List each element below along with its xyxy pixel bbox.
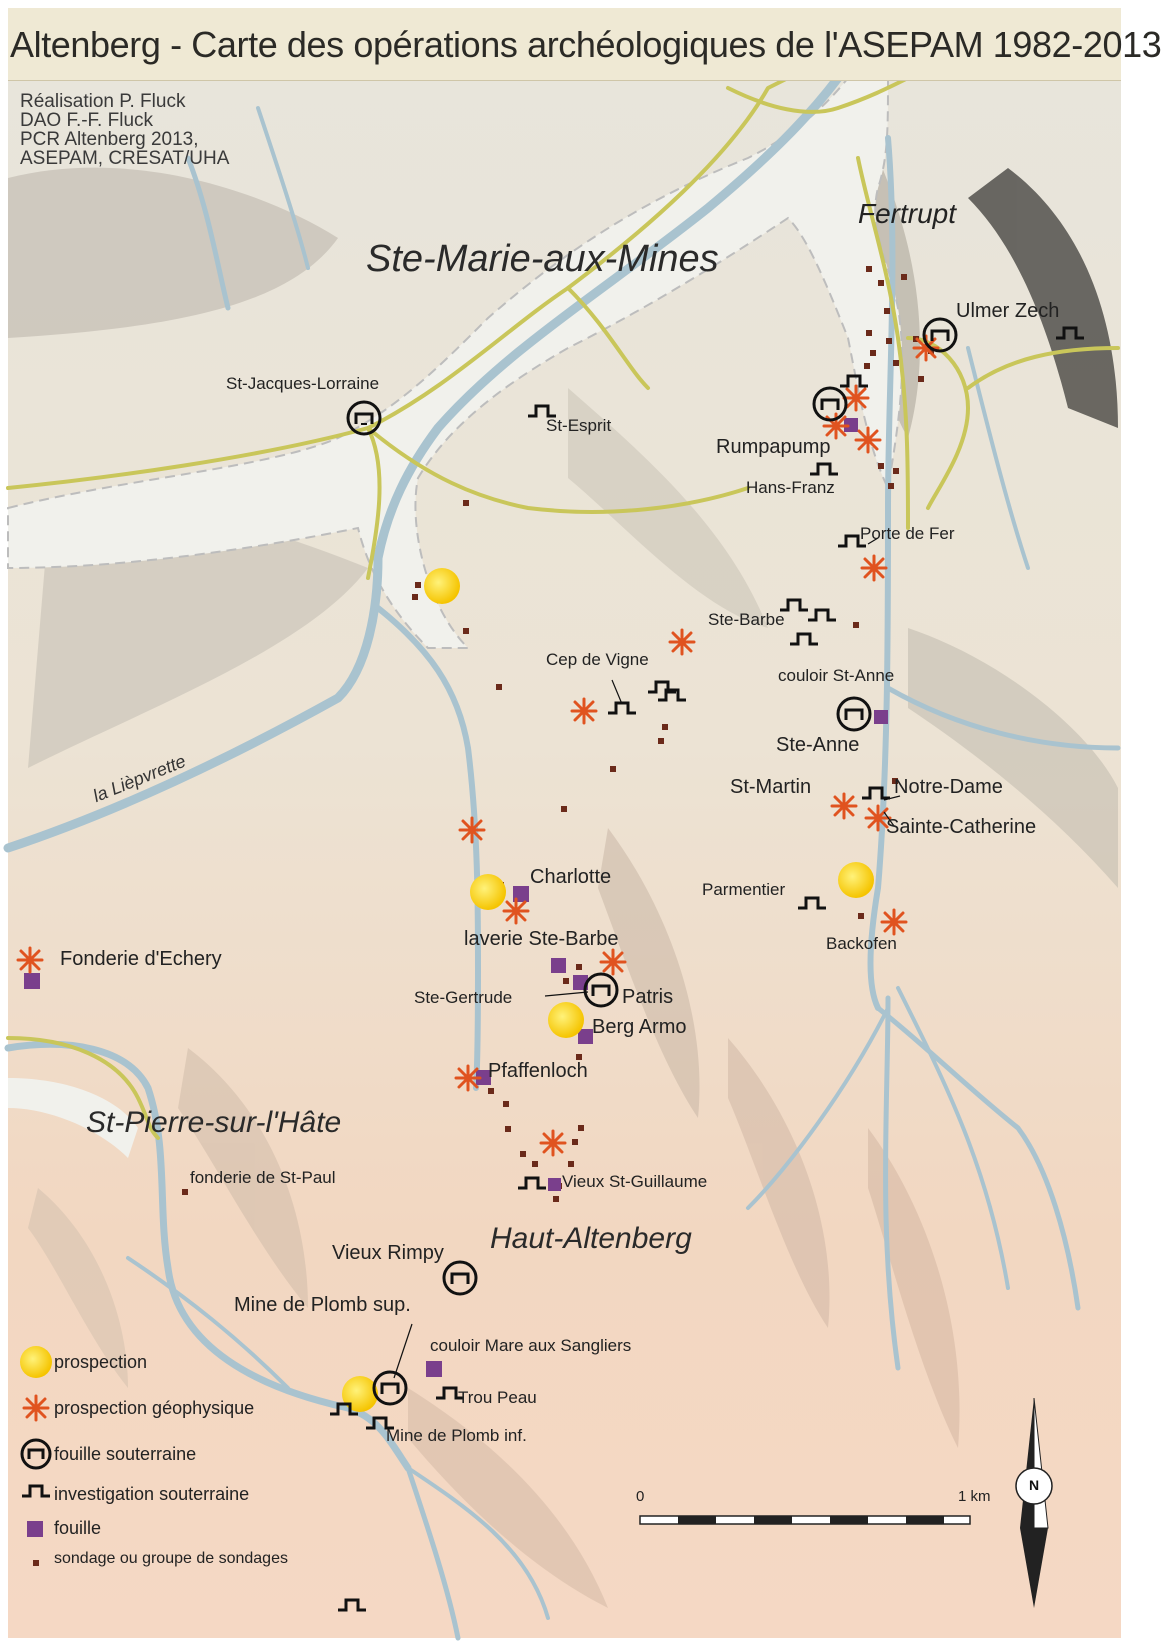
site-label-vieux-st-guillaume: Vieux St-Guillaume [562, 1172, 708, 1191]
legend-geophysique: prospection géophysique [54, 1398, 255, 1418]
site-label-fonderie-echery: Fonderie d'Echery [60, 948, 222, 970]
geophysique-markers [16, 334, 940, 1157]
site-label-pfaffenloch: Pfaffenloch [488, 1060, 588, 1082]
roads [6, 76, 1120, 1140]
legend-symbols [20, 1346, 52, 1566]
scale-end-label: 1 km [958, 1488, 991, 1505]
credit-line: DAO F.-F. Fluck [20, 110, 154, 131]
credits-block: Réalisation P. Fluck DAO F.-F. Fluck PCR… [20, 92, 229, 168]
credit-line: PCR Altenberg 2013, [20, 129, 199, 150]
legend-sondage: sondage ou groupe de sondages [54, 1550, 288, 1567]
site-label-backofen: Backofen [826, 934, 897, 953]
site-label-ste-anne: Ste-Anne [776, 734, 860, 756]
site-label-porte-de-fer: Porte de Fer [860, 524, 955, 543]
site-label-st-martin: St-Martin [730, 776, 812, 798]
legend-investigation: investigation souterraine [54, 1484, 250, 1504]
title-bar: Altenberg - Carte des opérations archéol… [8, 8, 1161, 81]
place-haut-altenberg: Haut-Altenberg [490, 1222, 692, 1255]
site-label-sainte-catherine: Sainte-Catherine [886, 816, 1037, 838]
place-ste-marie: Ste-Marie-aux-Mines [366, 238, 719, 280]
credit-line: Réalisation P. Fluck [20, 91, 186, 112]
hill-shading [8, 118, 1118, 1608]
place-st-pierre: St-Pierre-sur-l'Hâte [86, 1106, 342, 1139]
north-label: N [1029, 1477, 1040, 1493]
legend-fouille: fouille [54, 1518, 102, 1538]
site-label-fonderie-st-paul: fonderie de St-Paul [190, 1168, 336, 1187]
north-arrow [1015, 1397, 1053, 1608]
site-label-hans-franz: Hans-Franz [746, 478, 835, 497]
legend-fouille-souterraine: fouille souterraine [54, 1444, 197, 1464]
scale-start-label: 0 [636, 1488, 645, 1505]
fouille-souterraine-markers [346, 317, 958, 1406]
site-label-berg-armo: Berg Armo [592, 1016, 687, 1038]
town-area [7, 77, 904, 1158]
rivers [3, 73, 1121, 1641]
site-label-patris: Patris [622, 986, 674, 1008]
site-label-mine-plomb-sup: Mine de Plomb sup. [234, 1294, 411, 1316]
site-label-trou-peau: Trou Peau [458, 1388, 537, 1407]
map-canvas [3, 8, 1121, 1641]
site-label-vieux-rimpy: Vieux Rimpy [332, 1242, 444, 1264]
leader-lines [393, 537, 901, 1379]
site-label-st-esprit: St-Esprit [546, 416, 612, 435]
site-label-ulmer-zech: Ulmer Zech [956, 300, 1060, 322]
map-title: Altenberg - Carte des opérations archéol… [10, 24, 1161, 65]
site-label-ste-barbe: Ste-Barbe [708, 610, 785, 629]
site-label-couloir-st-anne: couloir St-Anne [778, 666, 895, 685]
site-label-st-jacques: St-Jacques-Lorraine [226, 374, 380, 393]
site-label-couloir-mare: couloir Mare aux Sangliers [430, 1336, 632, 1355]
site-label-parmentier: Parmentier [702, 880, 786, 899]
site-label-rumpapump: Rumpapump [716, 436, 831, 458]
legend-prospection: prospection [54, 1352, 148, 1372]
site-label-cep-de-vigne: Cep de Vigne [546, 650, 649, 669]
site-label-ste-gertrude: Ste-Gertrude [414, 988, 513, 1007]
site-label-laverie: laverie Ste-Barbe [464, 928, 619, 950]
site-label-notre-dame: Notre-Dame [894, 776, 1003, 798]
map-frame: Altenberg - Carte des opérations archéol… [3, 8, 1161, 1641]
scale-bar [639, 1515, 971, 1525]
credit-line: ASEPAM, CRESAT/UHA [20, 148, 230, 169]
site-label-charlotte: Charlotte [530, 866, 612, 888]
site-label-mine-plomb-inf: Mine de Plomb inf. [386, 1426, 527, 1445]
place-fertrupt: Fertrupt [858, 198, 957, 229]
